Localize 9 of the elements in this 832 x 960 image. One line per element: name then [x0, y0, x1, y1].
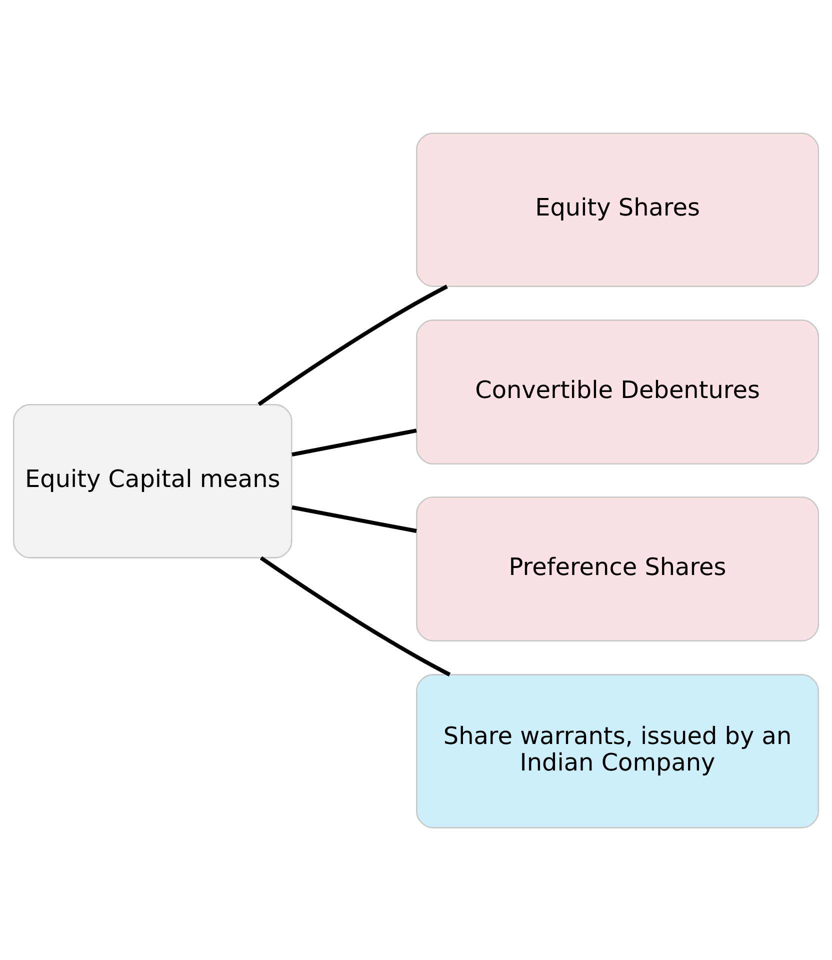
- node-box: Equity Shares: [416, 132, 820, 286]
- node-box: Preference Shares: [416, 496, 820, 641]
- connector: [292, 504, 417, 532]
- node-box: Share warrants, issued by an Indian Company: [416, 674, 820, 828]
- connector: [260, 556, 451, 676]
- node-box: Equity Capital means: [12, 404, 292, 558]
- connector: [292, 428, 417, 456]
- connector: [258, 284, 448, 406]
- node-box: Convertible Debentures: [416, 319, 820, 464]
